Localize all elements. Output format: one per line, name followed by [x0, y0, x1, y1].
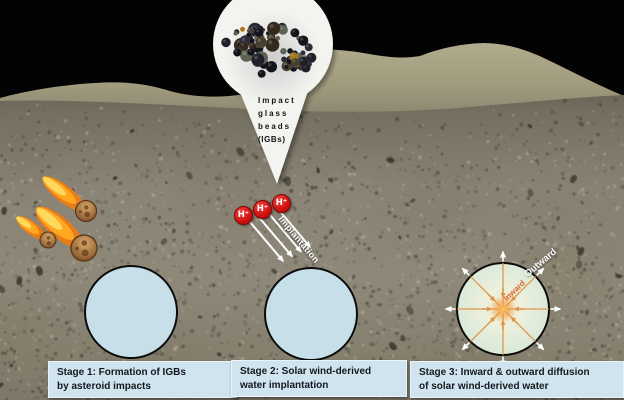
pin-label-line: beads — [258, 122, 292, 131]
hydrogen-ion: H⁺ — [234, 206, 253, 225]
asteroid-fireball-icon — [16, 216, 57, 249]
asteroid-fireball-icon — [42, 176, 98, 223]
impact-glass-beads — [220, 21, 317, 79]
stage3-caption-line2: of solar wind-derived water — [419, 380, 549, 392]
stage1-caption-line1: Stage 1: Formation of IGBs — [57, 367, 186, 378]
stage2-caption-line1: Stage 2: Solar wind-derived — [240, 366, 372, 377]
stage1-caption: Stage 1: Formation of IGBs by asteroid i… — [48, 361, 237, 398]
stage3-caption: Stage 3: Inward & outward diffusion of s… — [410, 361, 624, 398]
igb-cross-section-stage2 — [264, 267, 358, 361]
hydrogen-ion-label: H⁺ — [237, 210, 250, 220]
hydrogen-ion-label: H⁺ — [256, 204, 269, 214]
hydrogen-ion: H⁺ — [253, 200, 272, 219]
pin-label-line: glass — [258, 109, 289, 118]
pin-label-line: Impact — [258, 96, 296, 105]
hydrogen-ion-label: H⁺ — [275, 198, 288, 208]
igb-cross-section-stage1 — [84, 265, 178, 359]
hydrogen-ion: H⁺ — [272, 194, 291, 213]
asteroid-fireball-icon — [35, 206, 98, 262]
stage2-caption-line2: water implantation — [240, 379, 329, 391]
pin-label-line: (IGBs) — [258, 135, 286, 144]
implantation-arrows — [249, 207, 311, 263]
stage3-caption-line1: Stage 3: Inward & outward diffusion — [419, 367, 590, 378]
stage2-caption: Stage 2: Solar wind-derived water implan… — [231, 360, 407, 397]
pin-label: Impact glass beads (IGBs) — [258, 94, 296, 146]
diffusion-center-glow — [489, 295, 517, 323]
stage1-caption-line2: by asteroid impacts — [57, 380, 151, 392]
